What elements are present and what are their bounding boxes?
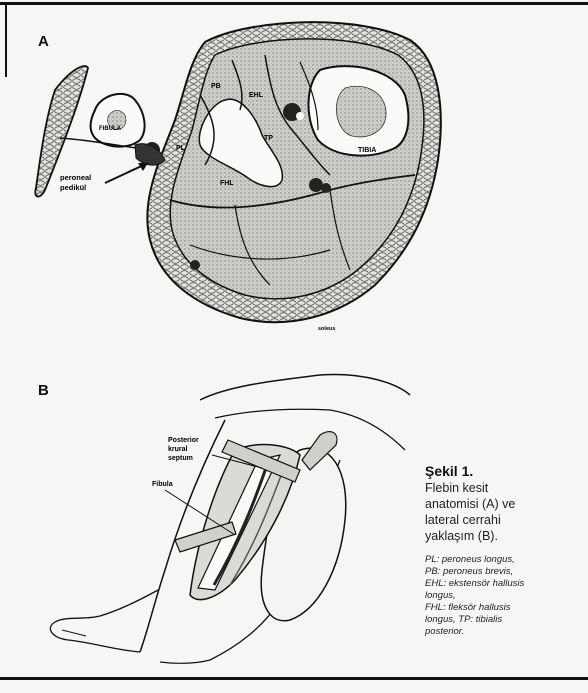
caption-title: Şekil 1. [425, 463, 575, 480]
label-peroneal: peroneal [60, 173, 91, 182]
abbr-line: EHL: ekstensör hallusis [425, 578, 575, 590]
figure-caption: Şekil 1. Flebin kesit anatomisi (A) ve l… [425, 463, 575, 638]
label-fhl: FHL [220, 180, 234, 187]
caption-body-line: Flebin kesit [425, 480, 575, 496]
abbr-line: PL: peroneus longus, [425, 554, 575, 566]
caption-body: Flebin kesit anatomisi (A) ve lateral ce… [425, 480, 575, 544]
abbr-line: posterior. [425, 626, 575, 638]
caption-body-line: lateral cerrahi [425, 512, 575, 528]
label-soleus: soleus [318, 326, 335, 332]
abbr-line: longus, TP: tibialis [425, 614, 575, 626]
abbr-line: FHL: fleksör hallusis [425, 602, 575, 614]
label-pl: PL [176, 145, 186, 152]
label-ehl: EHL [249, 92, 264, 99]
label-krural: krural [168, 446, 188, 453]
label-tp: TP [264, 135, 273, 142]
caption-body-line: anatomisi (A) ve [425, 496, 575, 512]
abbr-line: PB: peroneus brevis, [425, 566, 575, 578]
label-fibula: FIBULA [99, 126, 122, 132]
label-tibia: TIBIA [358, 147, 376, 154]
label-pedicle: pedikül [60, 183, 86, 192]
cross-section-illustration: FIBULA PL PB EHL FHL TP TIBIA peroneal p… [0, 0, 588, 360]
caption-body-line: yaklaşım (B). [425, 528, 575, 544]
label-pb: PB [211, 83, 221, 90]
label-fibula-b: Fibula [152, 481, 173, 488]
abbr-line: longus, [425, 590, 575, 602]
caption-abbreviations: PL: peroneus longus, PB: peroneus brevis… [425, 554, 575, 638]
label-posterior: Posterior [168, 437, 199, 444]
label-septum: septum [168, 455, 193, 462]
